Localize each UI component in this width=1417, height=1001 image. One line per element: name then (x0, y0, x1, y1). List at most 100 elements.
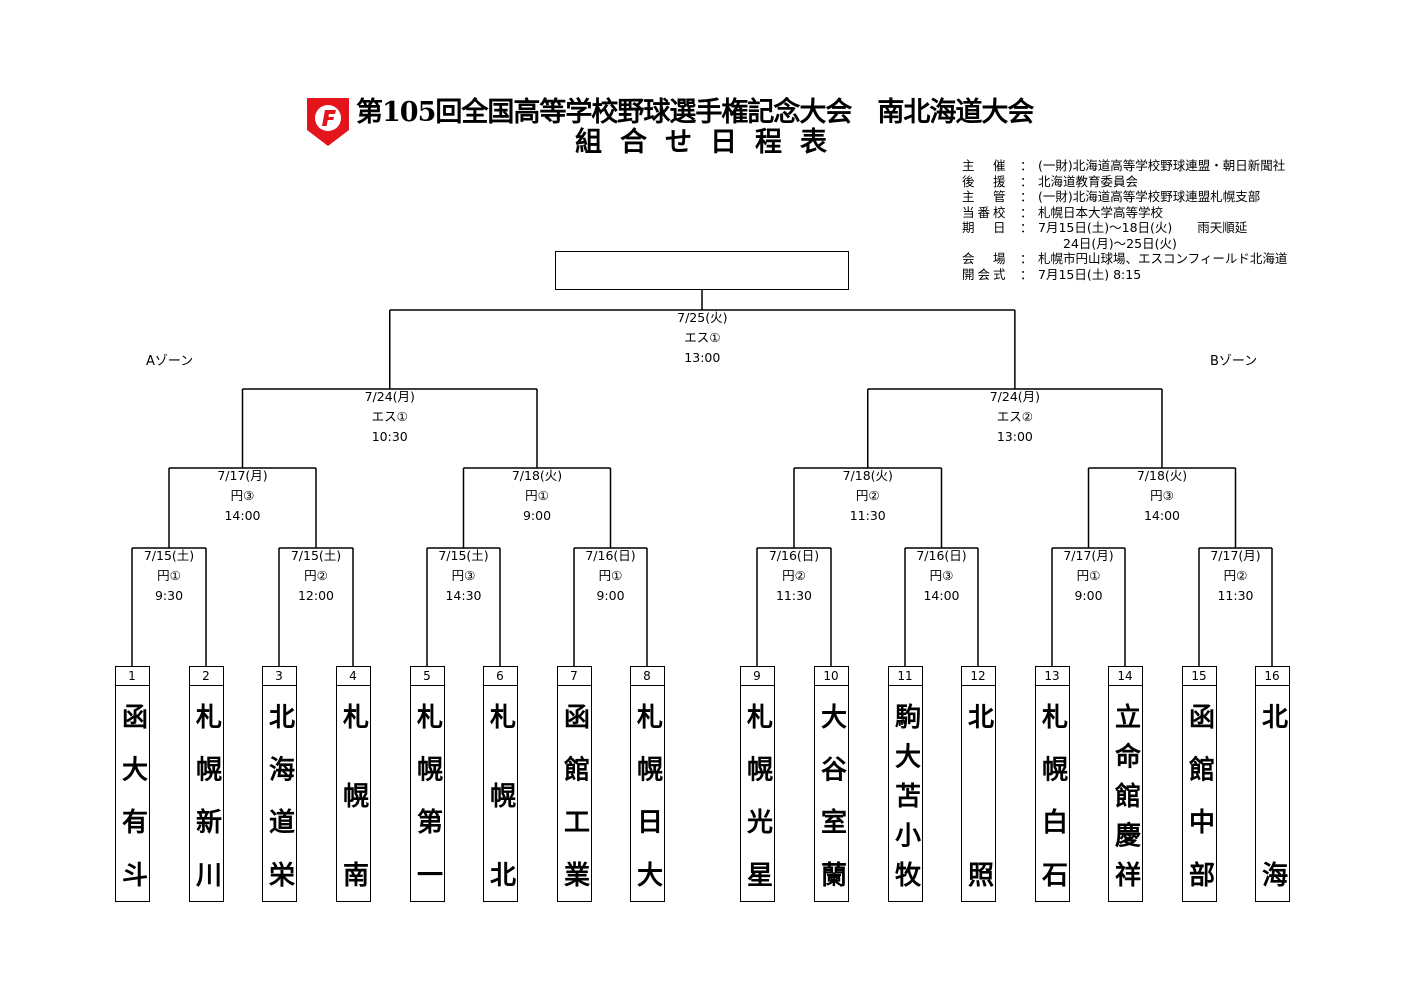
match-time: 14:30 (445, 588, 482, 603)
team-box: 9 札幌光星 (739, 666, 775, 902)
match-date: 7/16(日) (768, 548, 820, 563)
team-name: 北照 (963, 703, 994, 887)
match-time: 14:00 (923, 588, 960, 603)
team-number: 6 (483, 667, 517, 686)
team-number: 3 (262, 667, 296, 686)
team-name: 駒大苫小牧 (890, 703, 921, 887)
logo-shield-icon (307, 98, 349, 146)
match-date: 7/17(月) (1063, 548, 1114, 563)
page-title: 第105回全国高等学校野球選手権記念大会 南北海道大会 (356, 97, 1034, 128)
team-box: 4 札幌南 (335, 666, 371, 902)
info-separator: ： (1020, 158, 1033, 173)
info-row: 後 援：北海道教育委員会 (962, 174, 1287, 190)
team-box: 16 北海 (1254, 666, 1290, 902)
match-time: 12:00 (297, 588, 335, 603)
team-number: 4 (336, 667, 370, 686)
match-venue: 円② (1223, 568, 1248, 583)
match-venue: 円① (525, 488, 549, 503)
match-date: 7/17(月) (1210, 548, 1261, 563)
info-key: 主 催 (962, 158, 1009, 173)
match-date: 7/18(火) (842, 468, 893, 483)
team-name: 札幌南 (338, 703, 369, 887)
match-date: 7/18(火) (511, 468, 563, 483)
match-date: 7/18(火) (1136, 468, 1188, 483)
team-box: 1 函大有斗 (114, 666, 150, 902)
info-row: 開会式：7月15日(土) 8:15 (962, 267, 1287, 283)
match-date: 7/17(月) (217, 468, 268, 483)
team-number: 5 (410, 667, 444, 686)
team-name: 札幌第一 (412, 703, 443, 887)
match-venue: 円① (157, 568, 181, 583)
team-number: 13 (1035, 667, 1069, 686)
info-value: 7月15日(土) 8:15 (1038, 266, 1142, 282)
team-number: 10 (814, 667, 848, 686)
match-info: 7/17(月) 円③ 14:00 (188, 466, 298, 526)
team-number: 14 (1108, 667, 1142, 686)
match-time: 11:30 (849, 508, 886, 523)
team-number: 2 (189, 667, 223, 686)
match-venue: エス① (371, 409, 408, 424)
match-venue: 円② (304, 568, 328, 583)
team-box: 12 北照 (960, 666, 996, 902)
info-value: 24日(月)～25日(火) (1038, 235, 1177, 251)
team-box: 11 駒大苫小牧 (887, 666, 923, 902)
match-time: 14:00 (1143, 508, 1181, 523)
match-venue: 円② (855, 488, 880, 503)
match-date: 7/25(火) (677, 310, 728, 325)
info-row: 期 日：7月15日(土)～18日(火) 雨天順延 (962, 220, 1287, 236)
match-time: 9:00 (596, 588, 625, 603)
team-number: 11 (888, 667, 922, 686)
match-venue: 円③ (1150, 488, 1174, 503)
match-venue: 円③ (230, 488, 255, 503)
team-number: 9 (740, 667, 774, 686)
match-time: 13:00 (684, 350, 721, 365)
team-name: 函大有斗 (117, 703, 148, 887)
team-number: 8 (630, 667, 664, 686)
match-time: 14:00 (224, 508, 261, 523)
info-row: 24日(月)～25日(火) (962, 236, 1287, 252)
team-name: 札幌光星 (742, 703, 773, 887)
zone-b-label: Bゾーン (1210, 354, 1258, 369)
match-time: 9:30 (154, 588, 184, 603)
info-separator: ： (1020, 204, 1033, 220)
match-venue: 円① (1076, 568, 1101, 583)
info-value: 北海道教育委員会 (1038, 173, 1139, 189)
match-date: 7/16(日) (916, 548, 967, 563)
match-date: 7/24(月) (989, 389, 1041, 404)
info-value: 札幌市円山球場、エスコンフィールド北海道 (1038, 251, 1288, 266)
team-name: 札幌北 (485, 703, 516, 887)
match-info: 7/17(月) 円② 11:30 (1181, 546, 1291, 606)
team-name: 北海 (1257, 703, 1288, 887)
match-date: 7/15(土) (438, 548, 489, 563)
match-date: 7/24(月) (364, 389, 415, 404)
team-box: 5 札幌第一 (409, 666, 445, 902)
match-time: 11:30 (1217, 588, 1254, 603)
team-number: 16 (1255, 667, 1289, 686)
team-number: 15 (1182, 667, 1216, 686)
tournament-info: 主 催：(一財)北海道高等学校野球連盟・朝日新聞社後 援：北海道教育委員会主 管… (962, 158, 1287, 282)
match-time: 11:30 (775, 588, 813, 603)
zone-a-label: Aゾーン (146, 354, 194, 369)
info-row: 当番校：札幌日本大学高等学校 (962, 205, 1287, 221)
match-time: 13:00 (996, 429, 1033, 444)
info-value: 7月15日(土)～18日(火) 雨天順延 (1038, 220, 1248, 235)
info-row: 主 管：(一財)北海道高等学校野球連盟札幌支部 (962, 189, 1287, 205)
match-venue: 円① (598, 568, 623, 583)
team-number: 1 (115, 667, 149, 686)
team-number: 12 (961, 667, 995, 686)
team-name: 函館工業 (559, 703, 590, 887)
champion-box (555, 251, 849, 290)
